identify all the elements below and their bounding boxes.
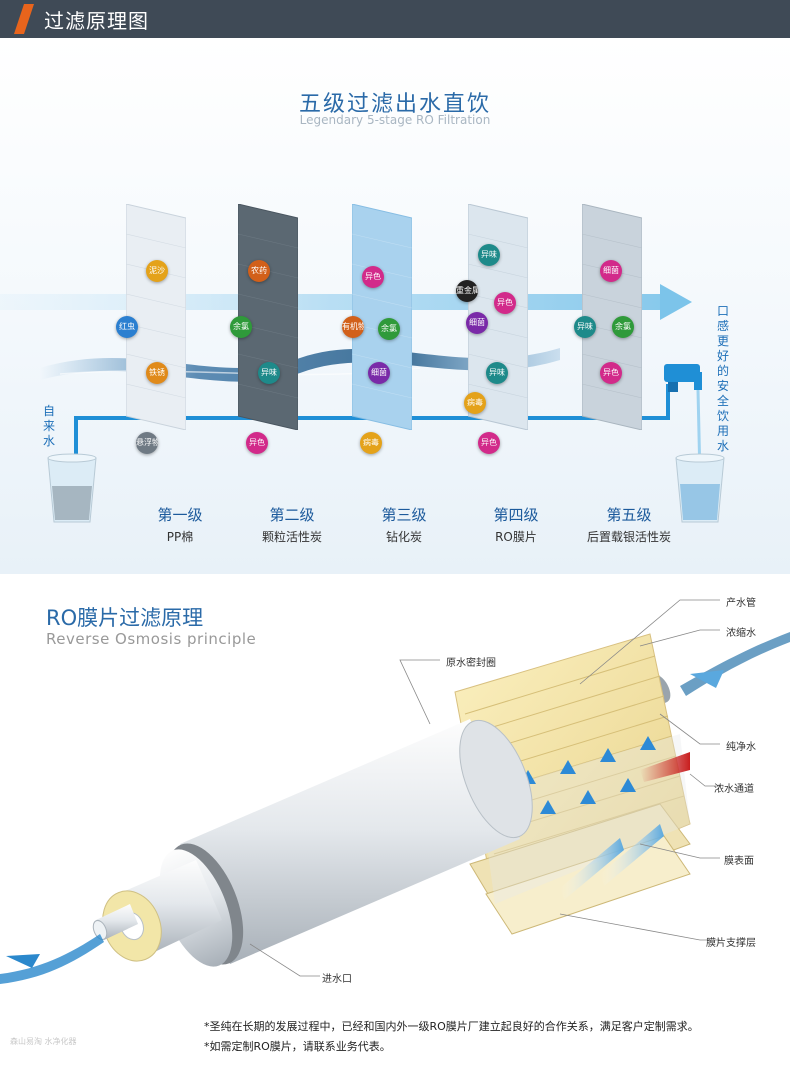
callout-concentrate-channel: 浓水通道 xyxy=(714,784,754,795)
particle: 异色 xyxy=(600,362,622,384)
stage-4-desc: RO膜片 xyxy=(495,530,537,544)
stage-2-desc: 颗粒活性炭 xyxy=(261,530,322,544)
ro-membrane-illustration xyxy=(0,599,790,984)
particle: 余氯 xyxy=(230,316,252,338)
stage-4-name: 第四级 xyxy=(493,506,539,524)
particle: 病毒 xyxy=(360,432,382,454)
inlet-glass-icon xyxy=(47,453,97,523)
particle: 红虫 xyxy=(116,316,138,338)
outlet-glass-icon xyxy=(675,453,725,523)
stage-1-filter-panel xyxy=(126,204,186,430)
inlet-water-label: 自来水 xyxy=(42,404,55,448)
stage-3-name: 第三级 xyxy=(381,506,427,524)
particle: 铁锈 xyxy=(146,362,168,384)
particle: 悬浮物 xyxy=(136,432,158,454)
particle: 异色 xyxy=(478,432,500,454)
particle: 异色 xyxy=(362,266,384,288)
particle: 有机物 xyxy=(342,316,364,338)
particle: 细菌 xyxy=(466,312,488,334)
membrane-housing xyxy=(92,719,533,967)
particle: 异味 xyxy=(574,316,596,338)
section-header: 过滤原理图 xyxy=(0,0,790,38)
particle: 异味 xyxy=(478,244,500,266)
stage-3-desc: 钻化炭 xyxy=(385,530,422,544)
stage-3-filter-panel xyxy=(352,204,412,430)
callout-concentrate: 浓缩水 xyxy=(726,628,756,639)
callout-membrane-surface: 膜表面 xyxy=(724,856,754,867)
particle: 异味 xyxy=(258,362,280,384)
note-partnership: *圣纯在长期的发展过程中，已经和国内外一级RO膜片厂建立起良好的合作关系，满足客… xyxy=(204,1020,699,1033)
particle: 重金属 xyxy=(456,280,478,302)
flow-arrow-icon xyxy=(660,284,692,320)
watermark: 森山易淘 水净化器 xyxy=(10,1037,77,1046)
ro-principle-subtitle: Reverse Osmosis principle xyxy=(46,630,257,648)
callout-product-tube: 产水管 xyxy=(726,598,756,609)
stage-2-name: 第二级 xyxy=(269,506,315,524)
callout-support-layer: 膜片支撑层 xyxy=(706,938,756,949)
particle: 细菌 xyxy=(600,260,622,282)
five-stage-subtitle: Legendary 5-stage RO Filtration xyxy=(299,113,491,127)
header-title: 过滤原理图 xyxy=(44,9,149,33)
particle: 异味 xyxy=(486,362,508,384)
particle: 余氯 xyxy=(378,318,400,340)
stage-1-desc: PP棉 xyxy=(166,530,194,544)
stage-5-name: 第五级 xyxy=(606,506,652,524)
particle: 泥沙 xyxy=(146,260,168,282)
callout-seal: 原水密封圈 xyxy=(446,658,496,669)
callout-inlet: 进水口 xyxy=(322,974,352,985)
ro-principle-title: RO膜片过滤原理 xyxy=(46,606,204,630)
outlet-water-label: 口感更好的安全饮用水 xyxy=(716,304,729,453)
particle: 病毒 xyxy=(464,392,486,414)
particle: 余氯 xyxy=(612,316,634,338)
particle: 农药 xyxy=(248,260,270,282)
particle: 异色 xyxy=(494,292,516,314)
five-stage-diagram: 五级过滤出水直饮 Legendary 5-stage RO Filtration xyxy=(0,38,790,574)
particle: 异色 xyxy=(246,432,268,454)
note-custom: *如需定制RO膜片，请联系业务代表。 xyxy=(204,1040,391,1053)
header-flag-icon xyxy=(0,0,34,38)
callout-pure-water: 纯净水 xyxy=(726,742,756,753)
particle: 细菌 xyxy=(368,362,390,384)
stage-5-desc: 后置载银活性炭 xyxy=(586,530,671,544)
stage-1-name: 第一级 xyxy=(157,506,203,524)
five-stage-title: 五级过滤出水直饮 xyxy=(298,92,491,117)
